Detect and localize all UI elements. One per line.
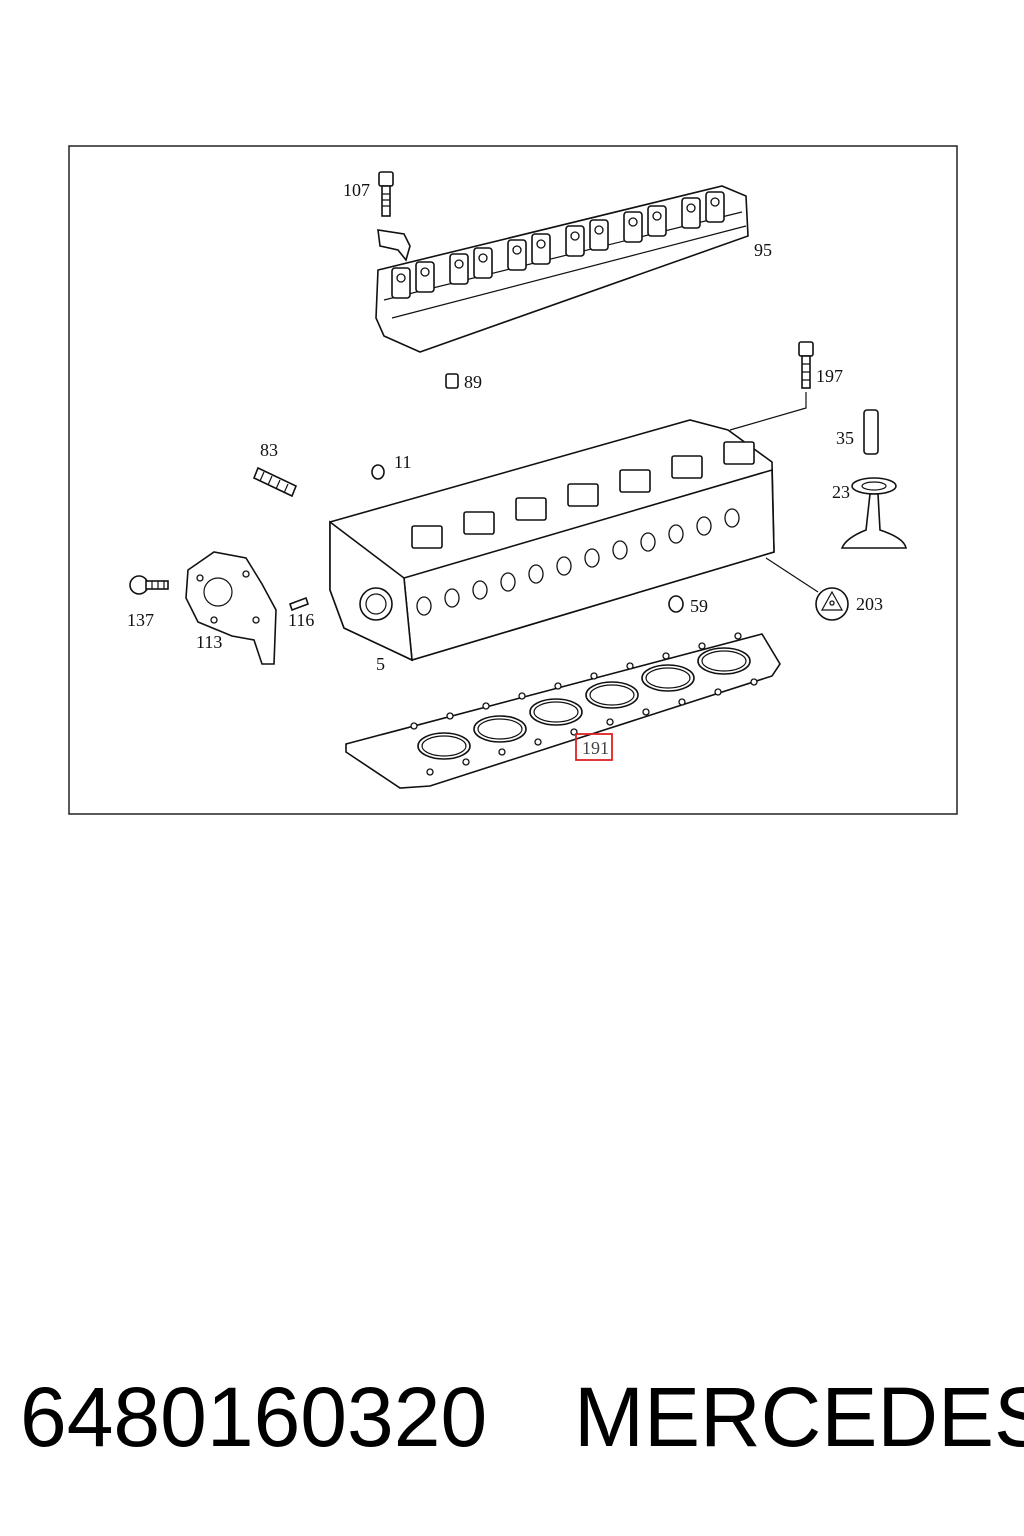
callout-203: 203: [856, 594, 883, 614]
stud-83-drawing: [252, 466, 298, 498]
callout-35: 35: [836, 428, 854, 448]
callout-89: 89: [464, 372, 482, 392]
callout-191: 191: [582, 738, 609, 758]
head-gasket-191-drawing: [345, 632, 781, 789]
plug-59-drawing: [668, 595, 684, 613]
cylinder-head-5-drawing: [329, 419, 775, 662]
pin-116-drawing: [288, 596, 310, 612]
callout-107: 107: [343, 180, 370, 200]
callout-23: 23: [832, 482, 850, 502]
part-number-caption: 6480160320: [20, 1370, 488, 1464]
rocker-bridge-95-drawing: [375, 185, 749, 353]
cover-113-drawing: [185, 551, 277, 665]
callout-113: 113: [196, 632, 222, 652]
ring-11-drawing: [371, 464, 385, 480]
brand-caption: MERCEDES: [574, 1370, 1024, 1464]
callout-191-highlight: [575, 733, 613, 761]
sleeve-89-drawing: [445, 373, 459, 389]
callout-116: 116: [288, 610, 314, 630]
bolt-137-drawing: [129, 575, 169, 595]
bolt-197-drawing: [729, 341, 814, 431]
bolt-107-drawing: [377, 171, 411, 262]
callout-5: 5: [376, 654, 385, 674]
callout-95: 95: [754, 240, 772, 260]
cap-203-drawing: [765, 557, 849, 621]
callout-197: 197: [816, 366, 843, 386]
callout-83: 83: [260, 440, 278, 460]
callout-11: 11: [394, 452, 411, 472]
valve-35-23-drawing: [840, 409, 907, 549]
callout-59: 59: [690, 596, 708, 616]
callout-137: 137: [127, 610, 154, 630]
